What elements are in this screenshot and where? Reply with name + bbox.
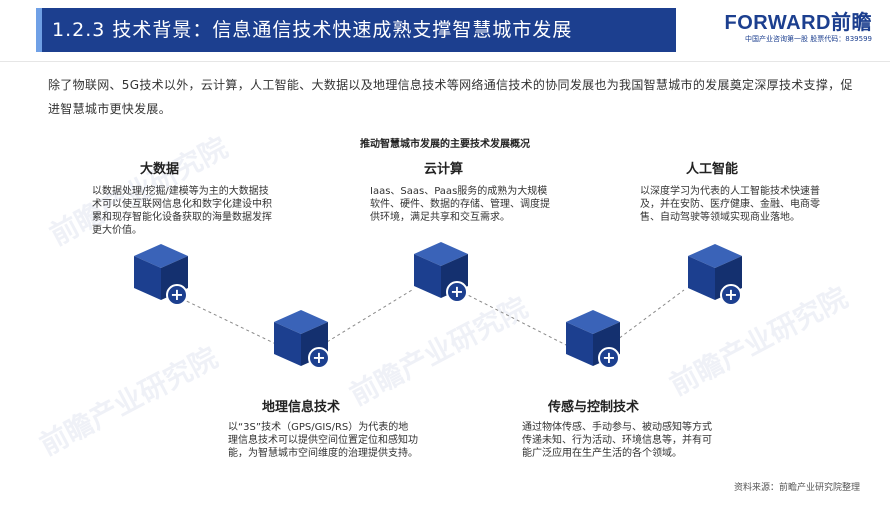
source-note: 资料来源：前瞻产业研究院整理 <box>733 483 860 493</box>
page-title: 1.2.3 技术背景：信息通信技术快速成熟支撑智慧城市发展 <box>52 19 573 41</box>
forward-logo: FORWARD前瞻 中国产业咨询第一股 股票代码：839599 <box>712 12 872 44</box>
node-desc-ai: 以深度学习为代表的人工智能技术快速普及，并在安防、医疗健康、金融、电商零售、自动… <box>640 186 820 223</box>
node-label-sensing: 传感与控制技术 <box>548 400 640 415</box>
connector-line <box>175 295 279 346</box>
plus-icon: + <box>446 281 468 303</box>
plus-icon: + <box>166 284 188 306</box>
connector-line <box>321 289 413 346</box>
node-desc-geo-info: 以“3S”技术（GPS/GIS/RS）为代表的地理信息技术可以提供空间位置定位和… <box>228 422 418 459</box>
logo-tagline: 中国产业咨询第一股 股票代码：839599 <box>745 35 872 43</box>
title-accent <box>36 8 42 52</box>
slide-header: 1.2.3 技术背景：信息通信技术快速成熟支撑智慧城市发展 FORWARD前瞻 … <box>0 0 890 62</box>
diagram-title: 推动智慧城市发展的主要技术发展概况 <box>360 139 530 150</box>
node-label-geo-info: 地理信息技术 <box>262 400 341 415</box>
node-desc-cloud: Iaas、Saas、Paas服务的成熟为大规模软件、硬件、数据的存储、管理、调度… <box>370 186 550 223</box>
intro-paragraph: 除了物联网、5G技术以外，云计算，人工智能、大数据以及地理信息技术等网络通信技术… <box>48 78 853 116</box>
node-label-ai: 人工智能 <box>686 162 739 177</box>
node-label-cloud: 云计算 <box>424 162 464 177</box>
plus-icon: + <box>598 347 620 369</box>
logo-brand: FORWARD前瞻 <box>724 12 872 34</box>
node-label-big-data: 大数据 <box>140 162 180 177</box>
plus-icon: + <box>308 347 330 369</box>
node-desc-sensing: 通过物体传感、手动参与、被动感知等方式传递未知、行为活动、环境信息等，并有可能广… <box>522 422 712 459</box>
node-desc-big-data: 以数据处理/挖掘/建模等为主的大数据技术可以使互联网信息化和数字化建设中积累和现… <box>92 186 272 236</box>
connector-line <box>457 289 567 346</box>
plus-icon: + <box>720 284 742 306</box>
title-bar <box>36 8 676 52</box>
